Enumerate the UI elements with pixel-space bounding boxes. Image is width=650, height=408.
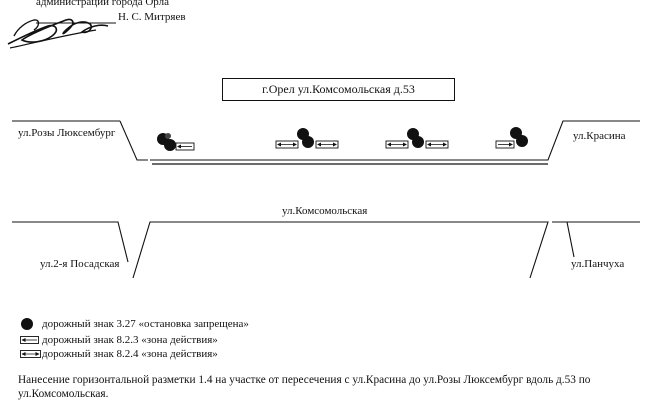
- road-edge-top-left: [119, 120, 148, 161]
- road-edge-bottom: [132, 221, 549, 279]
- legend-item-arrow-left: дорожный знак 8.2.3 «зона действия»: [20, 334, 218, 346]
- street-label-top-right: ул.Красина: [573, 130, 626, 142]
- legend-item-stop-sign: дорожный знак 3.27 «остановка запрещена»: [20, 317, 249, 331]
- street-label-bottom-left: ул.2-я Посадская: [40, 258, 120, 270]
- street-label-top-left: ул.Розы Люксембург: [18, 127, 116, 139]
- sign-cluster-2: [275, 128, 339, 149]
- legend-text: дорожный знак 8.2.4 «зона действия»: [42, 348, 218, 360]
- handwritten-signature: [7, 18, 109, 49]
- stop-sign-icon: [412, 136, 424, 148]
- arrow-left-plate-icon: [20, 335, 42, 345]
- org-line: администрации города Орла: [36, 0, 170, 8]
- marking-note: Нанесение горизонтальной разметки 1.4 на…: [18, 374, 591, 400]
- stop-sign-icon: [302, 136, 314, 148]
- stop-sign-icon: [164, 139, 176, 151]
- road-edge-bottom-right-end: [566, 221, 575, 258]
- legend-item-arrow-both: дорожный знак 8.2.4 «зона действия»: [20, 348, 218, 360]
- arrow-both-plate-icon: [20, 349, 42, 359]
- road-edge-bottom-left: [12, 221, 129, 263]
- sign-cluster-1: [157, 133, 195, 151]
- sign-cluster-4: [495, 127, 528, 149]
- scheme-title: г.Орел ул.Комсомольская д.53: [222, 78, 455, 101]
- signatory-name: Н. С. Митряев: [118, 11, 186, 23]
- stop-sign-icon: [20, 317, 42, 331]
- street-label-bottom-right: ул.Панчуха: [571, 258, 625, 270]
- legend-text: дорожный знак 8.2.3 «зона действия»: [42, 334, 218, 346]
- road-edge-top-right: [532, 120, 640, 161]
- stop-sign-icon: [165, 133, 171, 139]
- legend-text: дорожный знак 3.27 «остановка запрещена»: [42, 318, 249, 330]
- sign-cluster-3: [385, 128, 449, 149]
- street-label-main: ул.Комсомольская: [282, 205, 368, 217]
- stop-sign-icon: [516, 135, 528, 147]
- scheme-title-text: г.Орел ул.Комсомольская д.53: [262, 82, 415, 96]
